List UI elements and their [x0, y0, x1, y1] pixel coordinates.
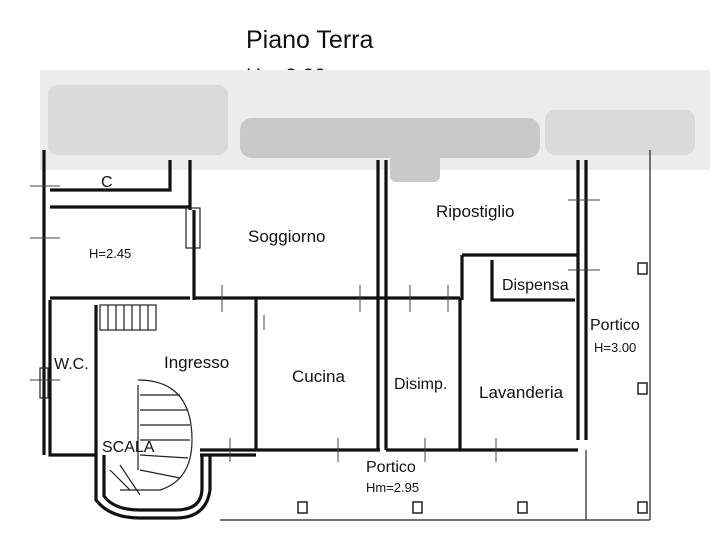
portico-outline	[220, 150, 651, 521]
room-scala-label: SCALA	[102, 439, 155, 456]
walls	[42, 150, 588, 520]
room-lavanderia-label: Lavanderia	[479, 383, 564, 402]
room-portico-right-height: H=3.00	[594, 340, 636, 355]
room-ripostiglio-label: Ripostiglio	[436, 202, 514, 221]
openings	[30, 185, 600, 462]
room-cucina-label: Cucina	[292, 367, 345, 386]
room-ingresso-label: Ingresso	[164, 353, 229, 372]
room-portico-right-label: Portico	[590, 317, 640, 334]
room-dispensa-label: Dispensa	[502, 277, 569, 294]
staircase	[99, 304, 193, 496]
redacted-band	[40, 70, 710, 182]
room-height-label: H=2.45	[89, 246, 131, 261]
columns	[297, 262, 648, 514]
room-c-label: C	[101, 174, 113, 191]
room-portico-bottom-label: Portico	[366, 459, 416, 476]
room-soggiorno-label: Soggiorno	[248, 227, 326, 246]
room-portico-bottom-height: Hm=2.95	[366, 480, 419, 495]
room-wc-label: W.C.	[54, 356, 89, 373]
room-disimp-label: Disimp.	[394, 376, 447, 393]
plan-title: Piano Terra	[246, 26, 373, 54]
